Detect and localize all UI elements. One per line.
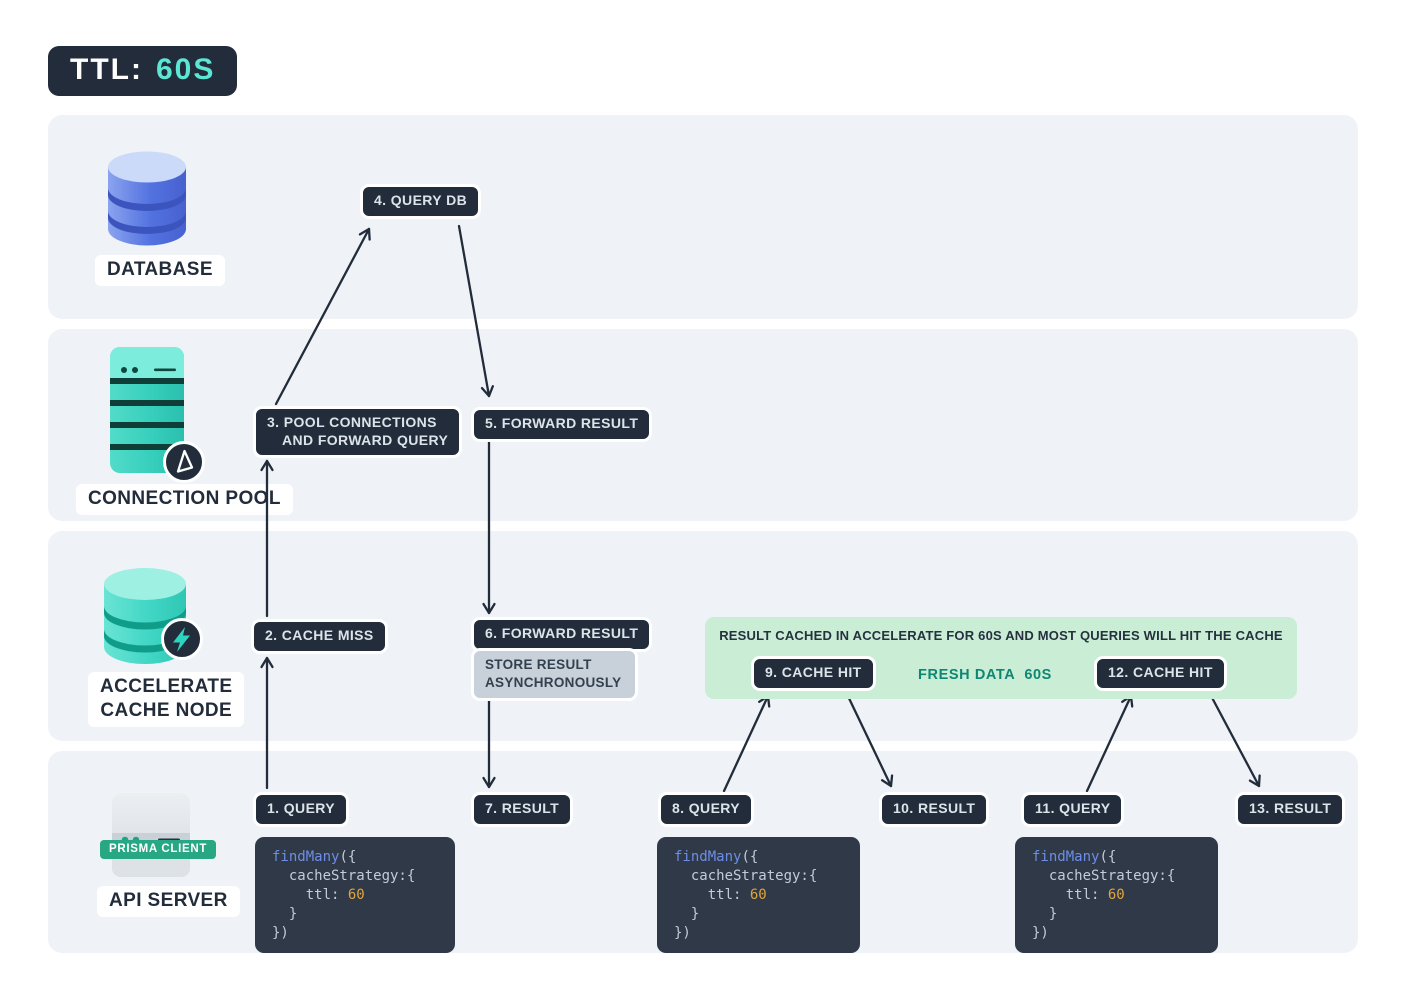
code-ttl-value: 60 (749, 886, 767, 903)
step-8-text: 8. QUERY (672, 800, 741, 816)
step-6-text: 6. FORWARD RESULT (485, 625, 639, 641)
lightning-badge-icon (161, 618, 203, 660)
step-3-line1: 3. POOL CONNECTIONS (267, 414, 437, 430)
code-block-1: findMany({ cacheStrategy:{ ttl: 60 } }) (255, 837, 455, 954)
step-1-query-pill: 1. QUERY (253, 792, 350, 827)
database-label-text: DATABASE (107, 259, 213, 280)
step-8-query-pill: 8. QUERY (658, 792, 755, 827)
code-fn: findMany (272, 849, 340, 865)
code-line3: ttl: (1032, 886, 1108, 903)
code-line2: cacheStrategy:{ (1032, 867, 1176, 884)
code-line4: } (674, 905, 700, 922)
ttl-badge: TTL: 60S (48, 46, 238, 96)
prisma-client-badge: PRISMA CLIENT (100, 840, 217, 859)
code-ttl-value: 60 (347, 886, 365, 903)
code-line3: ttl: (272, 886, 348, 903)
api-server-label: API SERVER (97, 886, 240, 917)
code-block-3: findMany({ cacheStrategy:{ ttl: 60 } }) (1015, 837, 1218, 954)
code-line5: }) (674, 924, 691, 941)
connection-pool-label: CONNECTION POOL (76, 484, 293, 515)
connection-pool-label-text: CONNECTION POOL (88, 488, 281, 509)
database-icon (108, 151, 186, 246)
step-12-cache-hit-pill: 12. CACHE HIT (1094, 656, 1227, 691)
step-3-pool-connections-pill: 3. POOL CONNECTIONS AND FORWARD QUERY (253, 406, 463, 458)
step-6-forward-result-pill: 6. FORWARD RESULT (471, 617, 653, 652)
step-9-text: 9. CACHE HIT (765, 664, 862, 680)
step-5-text: 5. FORWARD RESULT (485, 415, 639, 431)
store-note-line2: ASYNCHRONOUSLY (485, 675, 622, 691)
step-13-text: 13. RESULT (1249, 800, 1332, 816)
step-4-query-db-pill: 4. QUERY DB (360, 184, 482, 219)
code-open: ({ (741, 849, 759, 865)
code-line2: cacheStrategy:{ (272, 867, 416, 884)
code-line4: } (1032, 905, 1058, 922)
ttl-label: TTL: (70, 53, 143, 86)
accelerate-label-line1: ACCELERATE (100, 676, 233, 697)
step-13-result-pill: 13. RESULT (1235, 792, 1346, 827)
fresh-data-label: FRESH DATA 60S (885, 667, 1085, 683)
lane-database (48, 115, 1358, 319)
step-4-text: 4. QUERY DB (374, 192, 468, 208)
step-9-cache-hit-pill: 9. CACHE HIT (751, 656, 876, 691)
code-block-2: findMany({ cacheStrategy:{ ttl: 60 } }) (657, 837, 860, 954)
step-3-line2: AND FORWARD QUERY (282, 431, 449, 448)
accelerate-label-line2: CACHE NODE (100, 699, 233, 721)
code-line3: ttl: (674, 886, 750, 903)
code-line4: } (272, 905, 298, 922)
step-7-text: 7. RESULT (485, 800, 560, 816)
ttl-value: 60S (155, 53, 216, 86)
step-5-forward-result-pill: 5. FORWARD RESULT (471, 407, 653, 442)
store-note-line1: STORE RESULT (485, 657, 592, 672)
step-2-cache-miss-pill: 2. CACHE MISS (251, 619, 388, 654)
fresh-data-text: FRESH DATA (918, 667, 1016, 683)
step-10-result-pill: 10. RESULT (879, 792, 990, 827)
code-ttl-value: 60 (1107, 886, 1125, 903)
code-fn: findMany (1032, 849, 1100, 865)
code-fn: findMany (674, 849, 742, 865)
code-open: ({ (339, 849, 357, 865)
step-11-text: 11. QUERY (1035, 800, 1111, 816)
step-12-text: 12. CACHE HIT (1108, 664, 1213, 680)
fresh-data-value: 60S (1024, 667, 1052, 683)
prisma-logo-badge-icon (163, 441, 205, 483)
step-1-text: 1. QUERY (267, 800, 336, 816)
code-line2: cacheStrategy:{ (674, 867, 818, 884)
database-label: DATABASE (95, 255, 225, 286)
cache-banner-title: RESULT CACHED IN ACCELERATE FOR 60S AND … (719, 628, 1283, 643)
code-line5: }) (1032, 924, 1049, 941)
api-server-icon (112, 793, 190, 877)
step-10-text: 10. RESULT (893, 800, 976, 816)
step-7-result-pill: 7. RESULT (471, 792, 574, 827)
connection-pool-server-icon (110, 347, 184, 473)
code-line5: }) (272, 924, 289, 941)
step-11-query-pill: 11. QUERY (1021, 792, 1125, 827)
store-result-note: STORE RESULT ASYNCHRONOUSLY (471, 648, 638, 702)
code-open: ({ (1099, 849, 1117, 865)
api-server-label-text: API SERVER (109, 890, 228, 911)
accelerate-cache-node-label: ACCELERATE CACHE NODE (88, 672, 245, 727)
step-2-text: 2. CACHE MISS (265, 627, 374, 643)
prisma-client-badge-text: PRISMA CLIENT (109, 843, 208, 855)
